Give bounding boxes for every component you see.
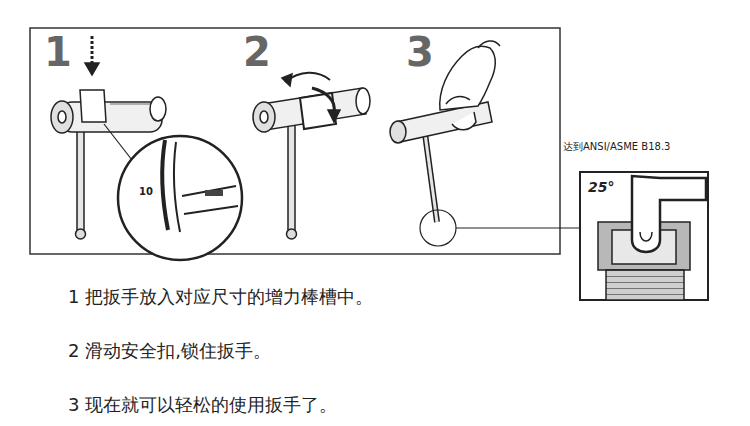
instruction-line: 1 把扳手放入对应尺寸的增力棒槽中。 [68, 287, 373, 307]
size-mark: 10 [138, 186, 154, 197]
instruction-line: 2 滑动安全扣,锁住扳手。 [68, 341, 271, 361]
instruction-line: 3 现在就可以轻松的使用扳手了。 [68, 395, 337, 415]
frame [30, 28, 560, 254]
angle-label: 25° [587, 180, 615, 195]
step-number: 3 [406, 32, 434, 72]
magnified-detail [580, 172, 708, 300]
step-two-figure [253, 73, 370, 239]
standard-note: 达到ANSI/ASME B18.3 [563, 141, 670, 152]
step-number: 2 [243, 32, 271, 72]
step-number: 1 [44, 32, 72, 72]
step-one-figure [51, 36, 242, 260]
